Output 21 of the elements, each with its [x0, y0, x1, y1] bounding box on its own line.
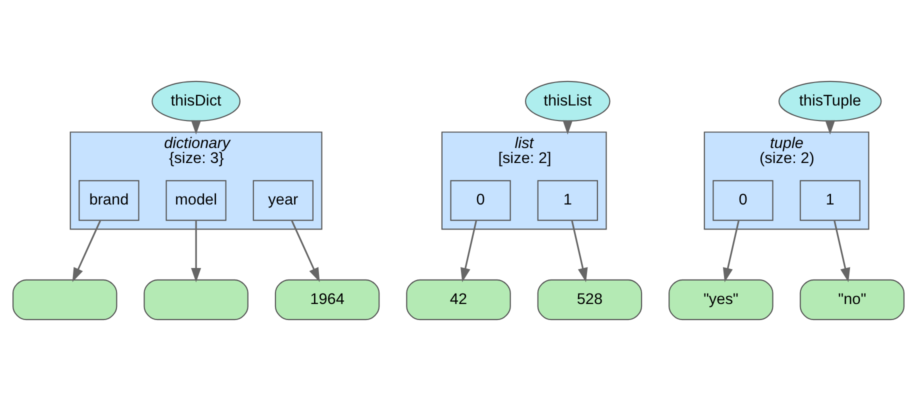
arrow [460, 220, 477, 282]
node-box: "yes" [668, 278, 774, 320]
node-box: "no" [800, 278, 905, 320]
arrow [722, 220, 740, 282]
node-box: 0 [712, 180, 774, 220]
node-box: 1964 [274, 278, 380, 320]
node-box: 1 [800, 180, 860, 220]
node-box: 0 [450, 180, 511, 220]
arrow [291, 220, 320, 282]
node-box: brand [78, 180, 140, 220]
arrow [72, 220, 101, 282]
node-box: 42 [406, 278, 511, 320]
arrow [834, 220, 850, 282]
arrow [571, 220, 588, 282]
arrow [191, 220, 202, 282]
node-box: 1 [537, 180, 598, 220]
node-box: model [166, 180, 226, 220]
node-box: year [252, 180, 314, 220]
node-box [144, 278, 248, 320]
node-box: 528 [537, 278, 642, 320]
node-box [12, 278, 118, 320]
